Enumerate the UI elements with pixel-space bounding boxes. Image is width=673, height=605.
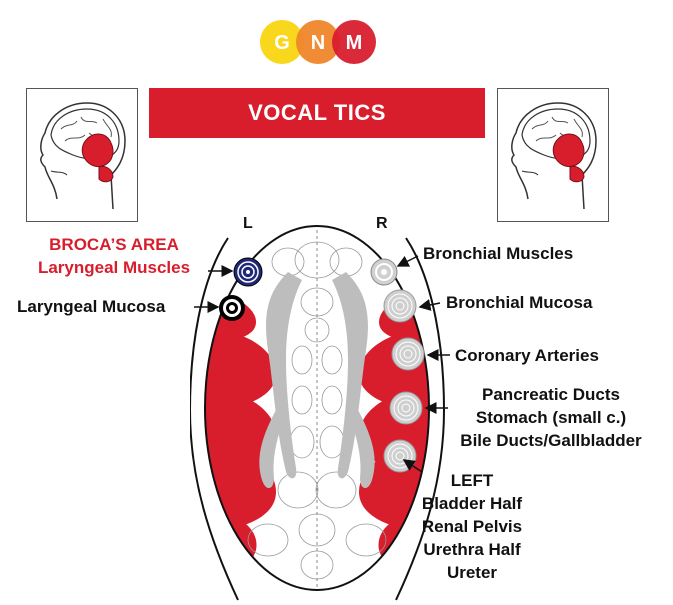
page-title: VOCAL TICS: [149, 88, 485, 138]
label-bladder-half: Bladder Half: [421, 494, 523, 513]
logo-letter-n: N: [311, 32, 325, 54]
target-broca-area: [233, 257, 263, 287]
side-label-right: R: [376, 215, 388, 232]
head-illustration-left: [26, 88, 138, 222]
label-laryngeal-mucosa: Laryngeal Mucosa: [17, 297, 166, 316]
label-left: LEFT: [450, 471, 494, 490]
logo-letter-m: M: [346, 32, 363, 54]
side-label-left: L: [243, 215, 253, 232]
label-bile-ducts-gallbladder: Bile Ducts/Gallbladder: [460, 431, 642, 450]
logo-letter-g: G: [274, 32, 290, 54]
arrow-bronchial-mucosa: [418, 299, 441, 311]
label-coronary-arteries: Coronary Arteries: [455, 346, 599, 365]
head-brain-icon: [40, 102, 126, 210]
head-illustration-right: [497, 88, 609, 222]
target-laryngeal-mucosa: [219, 295, 245, 321]
gnm-logo: G N M: [260, 20, 376, 64]
label-ureter: Ureter: [446, 563, 498, 582]
label-renal-pelvis: Renal Pelvis: [421, 517, 523, 536]
label-urethra-half: Urethra Half: [423, 540, 521, 559]
label-bronchial-muscles: Bronchial Muscles: [423, 244, 574, 263]
label-bronchial-mucosa: Bronchial Mucosa: [446, 293, 593, 312]
arrow-urinary: [402, 459, 423, 473]
arrow-bronchial-muscles: [396, 255, 419, 267]
target-digestive-ducts: [389, 391, 423, 425]
head-brain-icon: [511, 102, 597, 210]
label-laryngeal-muscles: Laryngeal Muscles: [37, 258, 191, 277]
label-stomach-small-curvature: Stomach (small c.): [475, 408, 627, 427]
label-pancreatic-ducts: Pancreatic Ducts: [482, 385, 620, 404]
target-bronchial-mucosa: [383, 289, 417, 323]
label-brocas-area: BROCA’S AREA: [49, 235, 179, 254]
target-coronary-arteries: [391, 337, 425, 371]
target-bronchial-muscles: [370, 258, 398, 286]
